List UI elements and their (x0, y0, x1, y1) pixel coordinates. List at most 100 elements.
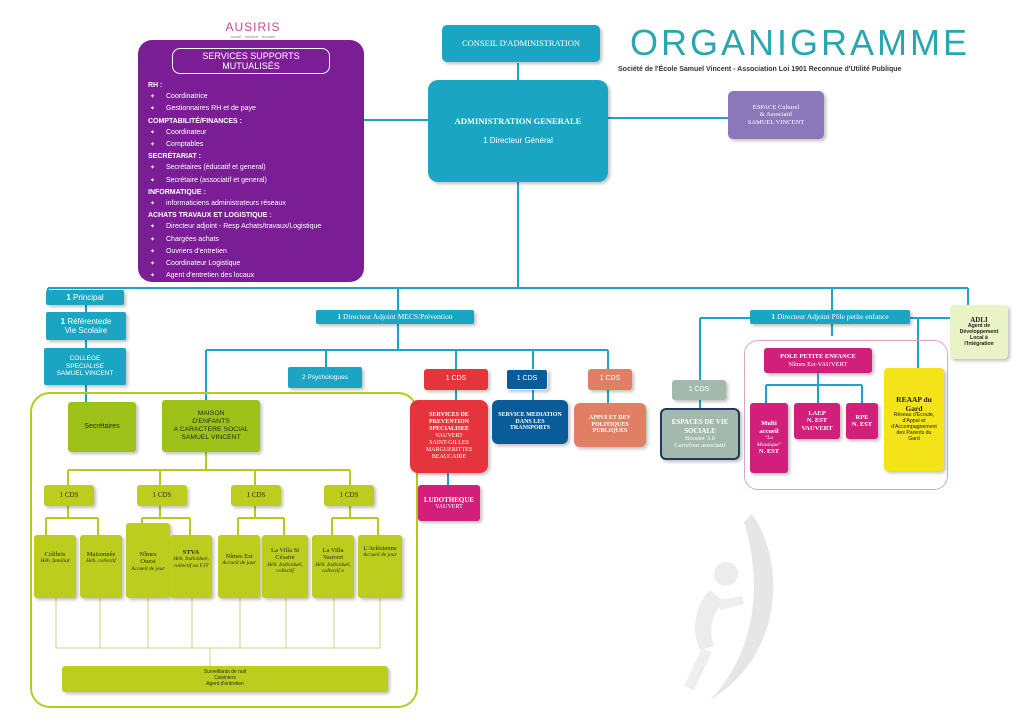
services-item-label: Secrétaires (éducatif et general) (166, 164, 266, 172)
referente-box[interactable]: 1 Référentede Vie Scolaire (46, 312, 126, 340)
referente-line-1: Référentede (65, 316, 112, 326)
unit-name: Nîmes Est (225, 553, 253, 560)
unit-name: L'Arlésienne (363, 545, 397, 552)
reaap-line-6: des Parents du (896, 430, 932, 437)
diamond-bullet-icon: ✦ (150, 261, 156, 268)
prevention-line-6: MARGUERITTES (425, 446, 473, 453)
maison-box[interactable]: MAISON D'ENFANTS A CARACTERE SOCIAL SAMU… (162, 400, 260, 452)
secretaires-box[interactable]: Secrétaires (68, 402, 136, 452)
mecs-container (30, 392, 418, 708)
services-item: ✦informaticiens administrateurs réseaux (148, 198, 354, 210)
cds-salmon-label: 1 CDS (599, 375, 621, 383)
mediation-box[interactable]: SERVICE MEDIATION DANS LES TRANSPORTS (492, 400, 568, 444)
services-item: ✦Comptables (148, 139, 354, 151)
diamond-bullet-icon: ✦ (150, 142, 156, 149)
cds-sage-box[interactable]: 1 CDS (672, 380, 726, 400)
psy-box[interactable]: 2 Psychologues (288, 367, 362, 388)
reaap-box[interactable]: REAAP du Gard Réseau d'Ecoute, d'Appui e… (884, 368, 944, 471)
appui-box[interactable]: APPUI ET DEV POLITIQUES PUBLIQUES (574, 403, 646, 447)
diamond-bullet-icon: ✦ (150, 94, 156, 101)
services-item-label: Chargées achats (166, 235, 219, 243)
services-item: ✦ Coordinateur Logistique (148, 258, 354, 270)
enfance-director-label: Directeur Adjoint Pôle petite enfance (775, 311, 889, 321)
mediation-line-2: DANS LES (515, 418, 545, 425)
cds-label: 1 CDS (339, 491, 359, 500)
evs-line-1: ESPACES DE VIE (671, 418, 729, 427)
services-item: ✦Agent d'entretien des locaux (148, 270, 354, 282)
ludotheque-box[interactable]: LUDOTHEQUE VAUVERT (418, 485, 480, 521)
unit-arlesienne[interactable]: L'Arlésienne Accueil de jour (358, 535, 402, 598)
services-section-heading: RH : (148, 82, 163, 89)
services-panel: SERVICES SUPPORTS MUTUALISÉS RH :✦Coordi… (138, 40, 364, 282)
services-item-label: Coordinatrice (166, 93, 208, 101)
enfance-director-box[interactable]: 1 Directeur Adjoint Pôle petite enfance (750, 310, 910, 324)
unit-villa-st-cesaire[interactable]: La Villa St Césaire Héb. Individuel, col… (262, 535, 308, 598)
mecs-director-count: 1 (337, 311, 342, 321)
services-item-label: Ouvriers d'entretien (166, 247, 227, 255)
unit-nimes-est[interactable]: Nîmes Est Accueil de jour (218, 535, 260, 598)
reaap-line-1: REAAP du (896, 394, 932, 404)
unit-desc: Héb. Individuel, collectif ou FJT (173, 556, 209, 569)
adli-box[interactable]: ADLI Agent de Développement Local à l'In… (950, 305, 1008, 359)
unit-nimes-ouest[interactable]: Nîmes Ouest Accueil de jour (126, 523, 170, 598)
rpe-line-2: N. EST (851, 421, 873, 428)
cds-label: 1 CDS (246, 491, 266, 500)
espace-box[interactable]: ESPACE Culturel & Associatif SAMUEL VINC… (728, 91, 824, 139)
unit-colibris[interactable]: Colibris Héb. familial (34, 535, 76, 598)
staff-box[interactable]: Surveillants de nuit Cuisiniers Agent d'… (62, 666, 388, 692)
rpe-box[interactable]: RPE N. EST (846, 403, 878, 439)
adli-line-2: Agent de (967, 323, 991, 330)
maison-line-2: D'ENFANTS (192, 418, 230, 426)
cds-box-3[interactable]: 1 CDS (231, 485, 281, 506)
cds-box-2[interactable]: 1 CDS (137, 485, 187, 506)
prevention-line-2: PREVENTION (428, 419, 469, 426)
mecs-director-box[interactable]: 1 Directeur Adjoint MECS/Prévention (316, 310, 474, 324)
diamond-bullet-icon: ✦ (150, 106, 156, 113)
rpe-line-1: RPE (855, 413, 869, 421)
cds-blue-box[interactable]: 1 CDS (506, 369, 548, 390)
services-item: ✦Coordinateur (148, 127, 354, 139)
prevention-box[interactable]: SERVICES DE PREVENTION SPECIALISEE VAUVE… (410, 400, 488, 473)
pole-box[interactable]: POLE PETITE ENFANCE Nîmes Est-VAUVERT (764, 348, 872, 373)
reaap-line-3: Réseau d'Ecoute, (893, 412, 935, 419)
admin-box[interactable]: ADMINISTRATION GENERALE 1 Directeur Géné… (428, 80, 608, 182)
cds-box-1[interactable]: 1 CDS (44, 485, 94, 506)
college-line-3: SAMUEL VINCENT (56, 370, 114, 378)
laep-line-3: VAUVERT (801, 424, 833, 432)
evs-box[interactable]: ESPACES DE VIE SOCIALE Booster 3.0 Carre… (660, 408, 740, 460)
cds-box-4[interactable]: 1 CDS (324, 485, 374, 506)
reaap-line-2: Gard (905, 403, 923, 413)
diamond-bullet-icon: ✦ (150, 273, 156, 280)
principal-box[interactable]: 1 Principal (46, 290, 124, 305)
laep-box[interactable]: LAEP N. EST VAUVERT (794, 403, 840, 439)
unit-maisonnee[interactable]: Maisonnée Héb. collectif (80, 535, 122, 598)
services-item-label: Gestionnaires RH et de paye (166, 105, 256, 113)
multi-accueil-box[interactable]: Multi accueil "La Mosaïque" N. EST (750, 403, 788, 473)
unit-desc: Héb. Individuel, collectif o (315, 561, 351, 575)
cds-salmon-box[interactable]: 1 CDS (588, 369, 632, 390)
appui-line-1: APPUI ET DEV (589, 414, 631, 421)
multi-line-3: "La (764, 435, 774, 442)
services-item-label: Coordinateur Logistique (166, 260, 241, 268)
mecs-director-label: Directeur Adjoint MECS/Prévention (341, 311, 453, 321)
principal-count: 1 (66, 292, 71, 302)
unit-desc: Héb. Individuel, collectif (267, 561, 303, 575)
adli-line-3: Développement (959, 329, 999, 336)
conseil-box[interactable]: CONSEIL D'ADMINISTRATION (442, 25, 600, 62)
prevention-line-4: VAUVERT (435, 433, 463, 440)
espace-line-3: SAMUEL VINCENT (747, 118, 805, 126)
unit-villa-vauvert[interactable]: La Villa Vauvert Héb. Individuel, collec… (312, 535, 354, 598)
diamond-bullet-icon: ✦ (150, 129, 156, 136)
espace-line-1: ESPACE Culturel (752, 103, 800, 111)
unit-name: La Villa Vauvert (322, 547, 344, 562)
college-box[interactable]: COLLEGE SPECIALISE SAMUEL VINCENT (44, 348, 126, 385)
unit-name: Maisonnée (86, 551, 116, 558)
cds-red-box[interactable]: 1 CDS (424, 369, 488, 390)
services-item: ✦Directeur adjoint - Resp Achats/travaux… (148, 221, 354, 233)
laep-line-2: N. EST (806, 417, 828, 425)
unit-stva[interactable]: STVA Héb. Individuel, collectif ou FJT (170, 535, 212, 598)
pole-line-1: POLE PETITE ENFANCE (780, 353, 856, 361)
services-section-heading: INFORMATIQUE : (148, 188, 206, 196)
pole-line-2: Nîmes Est-VAUVERT (788, 360, 848, 368)
